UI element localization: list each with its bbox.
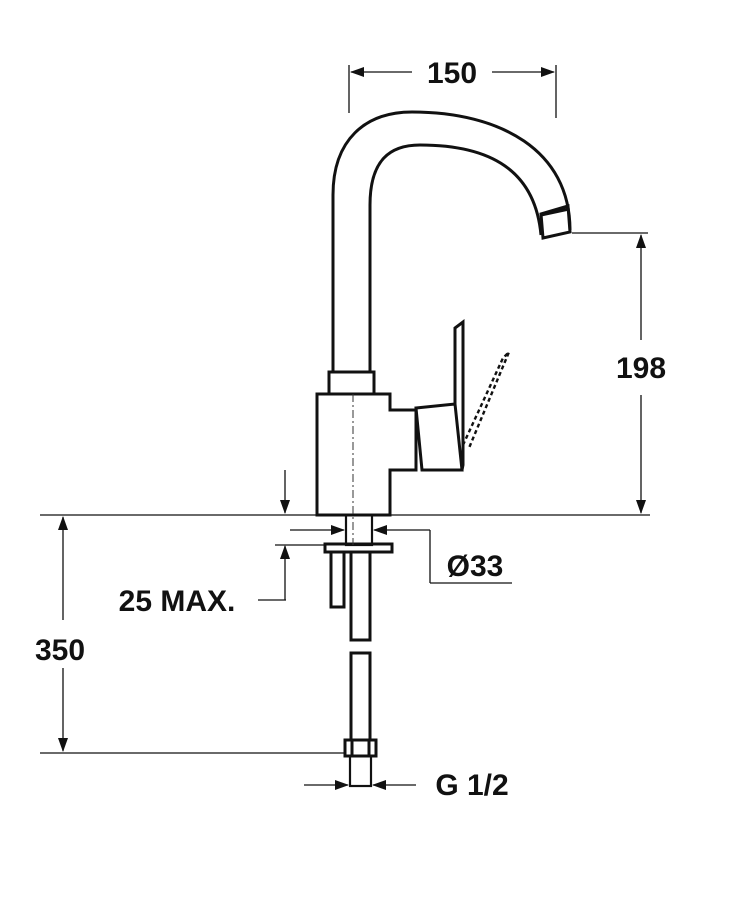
dim-connection-thread: G 1/2 bbox=[304, 769, 509, 802]
dim-hose-length: 350 bbox=[35, 516, 346, 754]
dim-hole-diameter-label: Ø33 bbox=[447, 550, 504, 583]
lever-base bbox=[414, 402, 464, 472]
dim-hole-diameter: Ø33 bbox=[290, 525, 512, 584]
supply-hose-upper bbox=[349, 550, 372, 642]
lever-handle bbox=[453, 319, 465, 471]
spout-aerator bbox=[539, 204, 572, 240]
dim-connection-thread-label: G 1/2 bbox=[435, 769, 508, 802]
dim-spout-height: 198 bbox=[572, 232, 666, 514]
dim-spout-reach: 150 bbox=[348, 57, 557, 118]
lever-handle-open bbox=[461, 351, 511, 449]
dim-max-thickness-label: 25 MAX. bbox=[119, 585, 236, 618]
supply-hose-lower bbox=[349, 651, 372, 742]
faucet-outline bbox=[315, 110, 572, 788]
dim-max-thickness: 25 MAX. bbox=[119, 470, 326, 618]
mounting-shank bbox=[344, 513, 374, 547]
dim-spout-reach-label: 150 bbox=[427, 57, 477, 90]
threaded-stud bbox=[329, 550, 346, 609]
spout-gooseneck bbox=[331, 110, 572, 372]
spout-gooseneck-inner bbox=[368, 143, 543, 372]
hose-nut bbox=[343, 738, 378, 758]
hose-thread-end bbox=[348, 754, 373, 788]
spout-collar bbox=[327, 370, 376, 396]
faucet-body bbox=[315, 392, 418, 517]
dim-hose-length-label: 350 bbox=[35, 634, 85, 667]
dim-spout-height-label: 198 bbox=[616, 352, 666, 385]
